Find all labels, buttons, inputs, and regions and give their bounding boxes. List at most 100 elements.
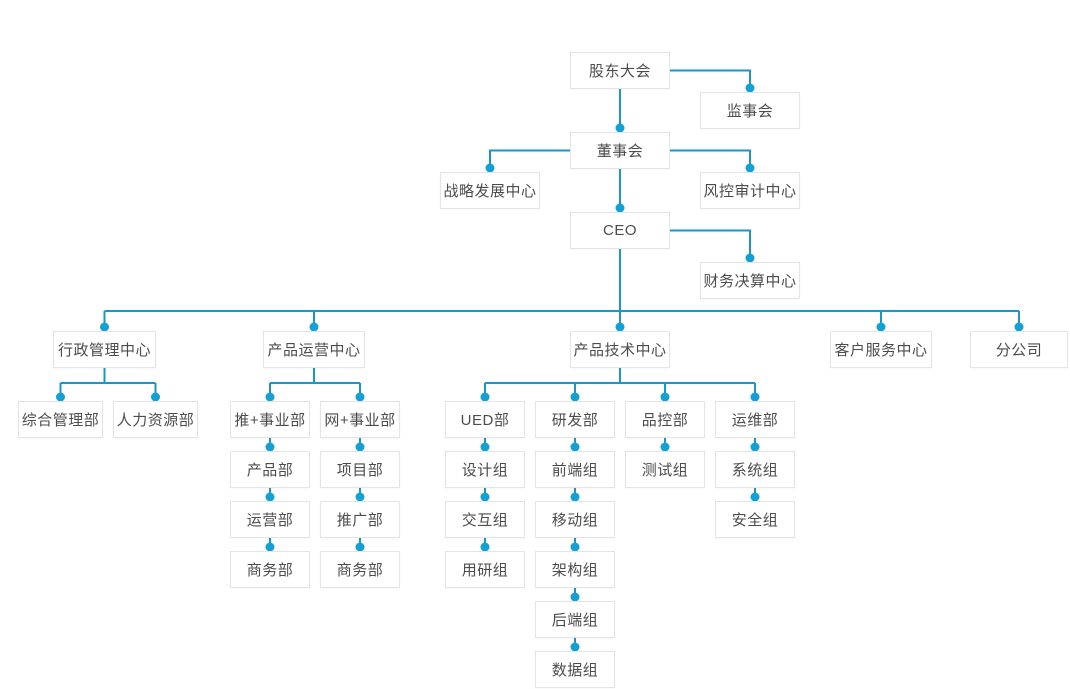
connector-dot (480, 442, 490, 452)
connector-dot (265, 492, 275, 502)
connector-dot (750, 442, 760, 452)
org-node-label: 推广部 (336, 512, 384, 529)
connector-dot (570, 392, 580, 402)
connector-dot (355, 442, 365, 452)
org-node-arch-team: 架构组 (535, 551, 615, 588)
org-node-tech-center: 产品技术中心 (570, 331, 670, 368)
connector-dot (660, 442, 670, 452)
org-node-label: 商务部 (246, 562, 294, 579)
org-node-label: 股东大会 (588, 63, 651, 80)
org-node-wang-bu: 网+事业部 (320, 401, 400, 438)
org-node-operate-dept: 运营部 (230, 501, 310, 538)
connector-dot (151, 392, 160, 402)
connector-dot (1014, 322, 1024, 332)
org-node-label: 产品运营中心 (267, 342, 361, 359)
org-node-label: 研发部 (551, 412, 599, 429)
connector-dot (265, 542, 275, 552)
org-node-design-team: 设计组 (445, 451, 525, 488)
org-node-service-center: 客户服务中心 (830, 331, 932, 368)
connector-dot (750, 492, 760, 502)
org-node-system-team: 系统组 (715, 451, 795, 488)
org-node-admin-center: 行政管理中心 (53, 331, 156, 368)
org-node-label: 项目部 (336, 462, 384, 479)
org-node-label: 系统组 (731, 462, 779, 479)
org-node-shareholders: 股东大会 (570, 52, 670, 89)
connector-dot (265, 442, 275, 452)
org-node-label: 战略发展中心 (443, 183, 537, 200)
connector-dot (480, 542, 490, 552)
org-node-mobile-team: 移动组 (535, 501, 615, 538)
org-node-label: 产品技术中心 (573, 342, 667, 359)
org-node-ops-dept: 运维部 (715, 401, 795, 438)
connector-dot (56, 392, 65, 402)
org-node-interact-team: 交互组 (445, 501, 525, 538)
org-node-label: 客户服务中心 (834, 342, 928, 359)
org-node-label: 安全组 (731, 512, 779, 529)
org-node-label: 财务决算中心 (703, 273, 797, 290)
org-node-biz-dept-2: 商务部 (320, 551, 400, 588)
connector-dot (615, 322, 625, 332)
connector-dot (615, 123, 625, 133)
connector-dot (570, 542, 580, 552)
org-node-label: 运维部 (731, 412, 779, 429)
connector-dot (745, 253, 755, 263)
org-node-hr-dept: 人力资源部 (113, 401, 198, 438)
org-node-label: 综合管理部 (21, 412, 100, 429)
org-node-finance: 财务决算中心 (700, 262, 800, 299)
org-node-label: 行政管理中心 (57, 342, 151, 359)
org-node-label: 监事会 (726, 103, 774, 120)
connector-dot (570, 592, 580, 602)
org-node-board: 董事会 (570, 132, 670, 169)
org-node-general-dept: 综合管理部 (18, 401, 103, 438)
org-node-data-team: 数据组 (535, 651, 615, 688)
connector-dot (570, 642, 580, 652)
connector-dot (265, 392, 275, 402)
org-node-label: UED部 (460, 412, 510, 429)
org-node-label: 移动组 (551, 512, 599, 529)
org-node-op-center: 产品运营中心 (263, 331, 365, 368)
org-node-label: 商务部 (336, 562, 384, 579)
connector-dot (355, 392, 365, 402)
org-node-label: 董事会 (596, 143, 644, 160)
org-node-product-dept: 产品部 (230, 451, 310, 488)
org-node-label: 设计组 (461, 462, 509, 479)
org-node-backend-team: 后端组 (535, 601, 615, 638)
connector-dot (745, 83, 755, 93)
org-node-rd-dept: 研发部 (535, 401, 615, 438)
connector-dot (750, 392, 760, 402)
org-node-project-dept: 项目部 (320, 451, 400, 488)
org-node-supervisory: 监事会 (700, 92, 800, 129)
connector-dot (570, 442, 580, 452)
org-node-label: 运营部 (246, 512, 294, 529)
org-node-label: 推+事业部 (234, 412, 306, 429)
org-node-promo-dept: 推广部 (320, 501, 400, 538)
connector-dot (570, 492, 580, 502)
org-node-tui-bu: 推+事业部 (230, 401, 310, 438)
connector-dot (745, 163, 755, 173)
org-node-label: 产品部 (246, 462, 294, 479)
org-node-strategy: 战略发展中心 (440, 172, 540, 209)
org-node-label: 风控审计中心 (703, 183, 797, 200)
connector-dot (309, 322, 319, 332)
org-node-label: 用研组 (461, 562, 509, 579)
org-node-frontend-team: 前端组 (535, 451, 615, 488)
org-node-branch-co: 分公司 (970, 331, 1068, 368)
connector-dot (660, 392, 670, 402)
connector-dot (876, 322, 886, 332)
org-node-label: 网+事业部 (324, 412, 396, 429)
org-node-label: CEO (602, 222, 637, 239)
connector-dot (615, 203, 625, 213)
org-node-label: 架构组 (551, 562, 599, 579)
org-node-ued-dept: UED部 (445, 401, 525, 438)
org-node-label: 分公司 (995, 342, 1043, 359)
connector-dot (480, 492, 490, 502)
org-node-risk-audit: 风控审计中心 (700, 172, 800, 209)
connector-dot (480, 392, 490, 402)
org-node-label: 数据组 (551, 662, 599, 679)
org-node-security-team: 安全组 (715, 501, 795, 538)
org-node-label: 后端组 (551, 612, 599, 629)
org-node-test-team: 测试组 (625, 451, 705, 488)
